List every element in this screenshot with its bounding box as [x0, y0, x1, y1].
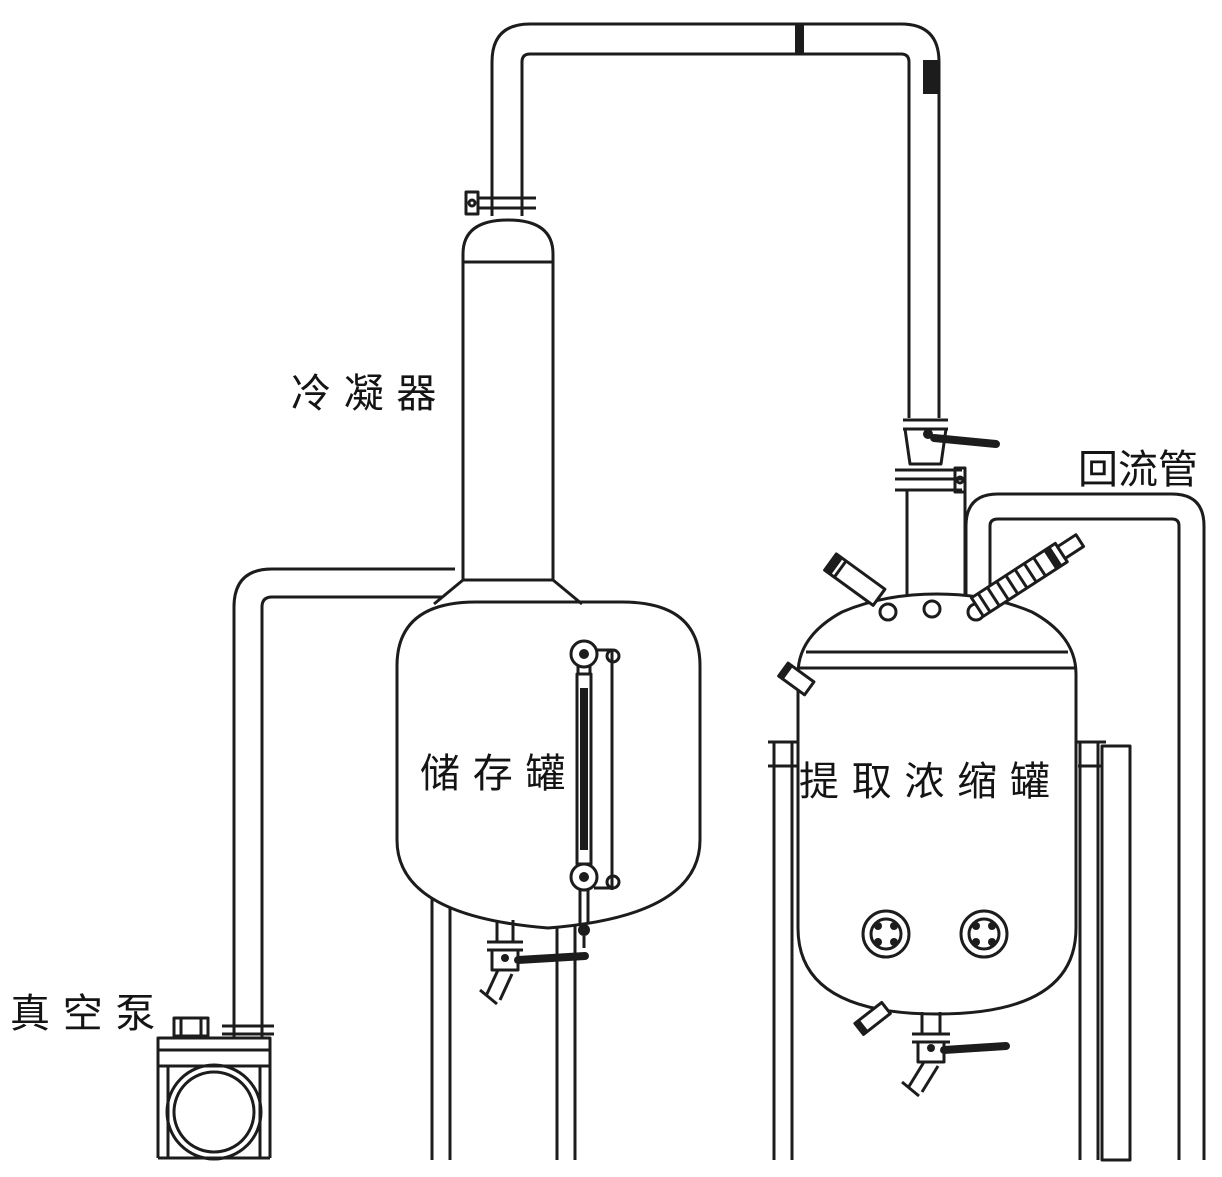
sight-hole: [878, 602, 898, 622]
gauge-liquid-column: [580, 688, 588, 850]
vacuum-suction-pipe: [232, 567, 455, 1038]
valve-handle: [930, 434, 1000, 448]
valve-handle: [514, 952, 589, 964]
valve-handle: [940, 1042, 1010, 1054]
duct-clamp-fitting: [895, 466, 967, 494]
pump-oil-cap: [172, 1016, 210, 1038]
inlet-ball-valve: [903, 418, 1000, 466]
label-reflux-pipe: 回流管: [1078, 447, 1198, 493]
label-vacuum-pump: 真 空 泵: [10, 991, 155, 1037]
vapor-duct: [905, 490, 967, 600]
pipe-weld-mark: [923, 60, 939, 94]
overhead-vapor-pipe: [490, 22, 941, 418]
pipe-weld-mark: [795, 24, 804, 54]
extraction-tank: [777, 533, 1086, 1098]
neck-clamp-fitting: [464, 190, 536, 216]
extraction-tank-drain-valve: [901, 1012, 1010, 1098]
bottom-side-nozzle: [853, 1000, 892, 1036]
condenser-vessel: [433, 218, 583, 606]
handhole-left: [861, 909, 911, 959]
label-extraction-tank: 提 取 浓 缩 罐: [799, 759, 1050, 805]
label-condenser: 冷 凝 器: [291, 371, 436, 417]
handhole-right: [959, 909, 1009, 959]
storage-tank: [395, 600, 702, 930]
dome-nozzle-left: [823, 552, 887, 607]
vacuum-pump: [156, 1016, 274, 1161]
sight-hole: [922, 599, 942, 619]
level-gauge: [569, 639, 621, 948]
pump-housing-circle: [165, 1063, 263, 1161]
storage-tank-shell: [395, 600, 702, 930]
shoulder-nozzle: [777, 661, 816, 697]
storage-tank-drain-valve: [479, 920, 589, 1006]
dome-sight-glass-right: [969, 533, 1086, 618]
reflux-pipe: [964, 492, 1206, 1160]
label-storage-tank: 储 存 罐: [420, 751, 565, 797]
extraction-tank-supports: [768, 740, 1132, 1162]
